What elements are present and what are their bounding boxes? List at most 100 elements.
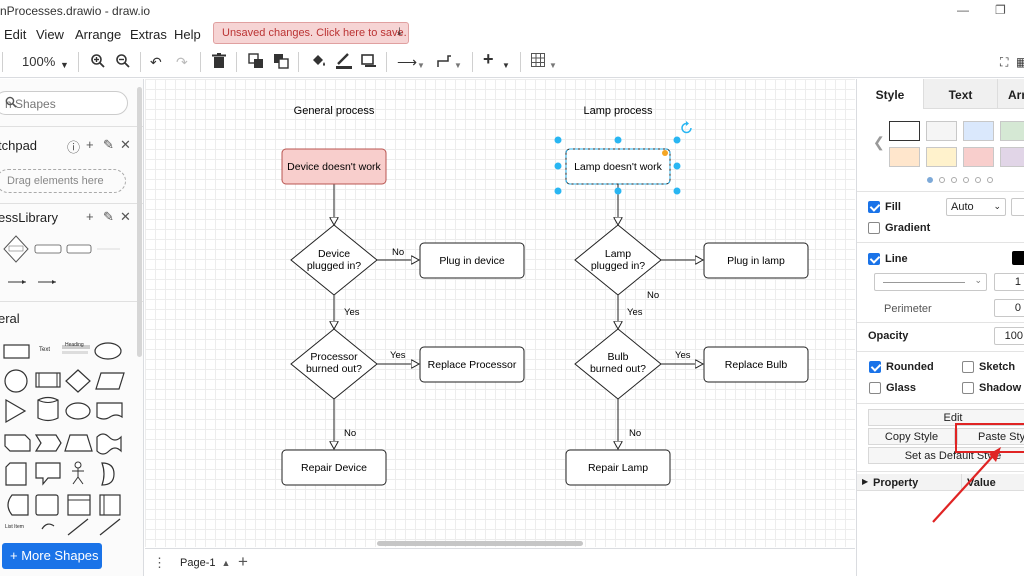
- close-icon[interactable]: ✕: [120, 137, 131, 152]
- perimeter-input[interactable]: 0: [994, 299, 1024, 317]
- general-shape-palette[interactable]: [0, 337, 135, 537]
- swatch-page-dot[interactable]: [975, 177, 981, 183]
- rounded-checkbox[interactable]: [869, 361, 881, 373]
- canvas-horizontal-scrollbar[interactable]: [377, 541, 583, 546]
- replace-bulb-shape[interactable]: [703, 346, 809, 383]
- pages-menu-icon[interactable]: ⋮: [153, 555, 166, 570]
- shadow-icon[interactable]: [361, 53, 377, 73]
- style-swatch[interactable]: [889, 121, 920, 141]
- more-shapes-button[interactable]: + More Shapes: [2, 543, 102, 569]
- style-swatch[interactable]: [1000, 147, 1024, 167]
- diagram-canvas[interactable]: General process Lamp process Device does…: [145, 79, 855, 547]
- zoom-out-icon[interactable]: [115, 53, 131, 73]
- repair-device-shape[interactable]: [281, 449, 387, 486]
- menu-help[interactable]: Help: [174, 27, 201, 42]
- paste-style-button[interactable]: Paste Style: [957, 428, 1024, 445]
- redo-icon[interactable]: ↷: [176, 54, 188, 70]
- zoom-dropdown-icon[interactable]: ▼: [60, 60, 69, 70]
- table-dropdown-icon[interactable]: ▼: [549, 61, 557, 70]
- zoom-in-icon[interactable]: [90, 53, 106, 73]
- swatch-page-dot[interactable]: [927, 177, 933, 183]
- connection-icon[interactable]: ⟶: [397, 54, 418, 70]
- add-icon[interactable]: +: [86, 209, 94, 224]
- unsaved-changes-banner[interactable]: Unsaved changes. Click here to save. ⤓: [213, 22, 409, 44]
- style-swatch[interactable]: [926, 121, 957, 141]
- tab-arrange[interactable]: Arr: [997, 79, 1024, 109]
- plug-in-device-shape[interactable]: [419, 242, 525, 279]
- library-shape-thumbnails[interactable]: [0, 234, 140, 294]
- delete-icon[interactable]: [212, 53, 226, 73]
- sketch-checkbox[interactable]: [962, 361, 974, 373]
- line-checkbox[interactable]: [868, 253, 880, 265]
- device-doesnt-work-shape[interactable]: [281, 148, 387, 185]
- swatch-page-dot[interactable]: [963, 177, 969, 183]
- edit-icon[interactable]: ✎: [103, 137, 114, 152]
- style-swatch[interactable]: [889, 147, 920, 167]
- swatch-page-dot[interactable]: [987, 177, 993, 183]
- tab-text[interactable]: Text: [923, 79, 997, 109]
- menu-view[interactable]: View: [36, 27, 64, 42]
- page-tab-caret-icon[interactable]: ▲: [221, 558, 231, 568]
- edit-style-button[interactable]: Edit: [868, 409, 1024, 426]
- style-swatch[interactable]: [963, 147, 994, 167]
- general-shapes-header[interactable]: eral: [0, 306, 143, 330]
- lamp-plugged-in-decision[interactable]: [574, 224, 662, 296]
- insert-icon[interactable]: +: [483, 49, 494, 69]
- undo-icon[interactable]: ↶: [150, 54, 162, 70]
- add-page-icon[interactable]: +: [238, 552, 248, 571]
- close-icon[interactable]: ✕: [120, 209, 131, 224]
- glass-checkbox[interactable]: [869, 382, 881, 394]
- fill-color-icon[interactable]: [310, 53, 328, 73]
- set-default-style-button[interactable]: Set as Default Style: [868, 447, 1024, 464]
- rounding-handle[interactable]: [662, 150, 668, 156]
- shadow-checkbox[interactable]: [962, 382, 974, 394]
- repair-lamp-shape[interactable]: [565, 449, 671, 486]
- sidebar-scrollbar[interactable]: [137, 87, 142, 357]
- zoom-level[interactable]: 100%: [22, 54, 56, 69]
- to-back-icon[interactable]: [273, 53, 289, 73]
- add-icon[interactable]: +: [86, 137, 94, 152]
- waypoints-dropdown-icon[interactable]: ▼: [454, 61, 462, 70]
- menu-edit[interactable]: Edit: [4, 27, 27, 42]
- swatch-page-dot[interactable]: [939, 177, 945, 183]
- fill-color-picker[interactable]: [1011, 198, 1024, 216]
- edit-icon[interactable]: ✎: [103, 209, 114, 224]
- fullscreen-icon[interactable]: ⛶: [1000, 55, 1009, 69]
- minimize-icon[interactable]: —: [957, 3, 969, 17]
- fill-select[interactable]: Auto ⌄: [946, 198, 1006, 216]
- scratchpad-drop-zone[interactable]: Drag elements here: [0, 169, 126, 193]
- scratchpad-header[interactable]: tchpad ⓘ + ✎ ✕: [0, 133, 143, 157]
- page-tab[interactable]: Page-1 ▲: [170, 549, 230, 577]
- copy-style-button[interactable]: Copy Style: [868, 428, 955, 445]
- processor-burned-out-decision[interactable]: [290, 328, 378, 400]
- bulb-burned-out-decision[interactable]: [574, 328, 662, 400]
- tab-style[interactable]: Style: [857, 79, 923, 109]
- connection-dropdown-icon[interactable]: ▼: [417, 61, 425, 70]
- fill-checkbox[interactable]: [868, 201, 880, 213]
- swatch-prev-icon[interactable]: ❮: [873, 134, 885, 150]
- waypoints-icon[interactable]: [436, 53, 452, 73]
- table-icon[interactable]: [531, 53, 545, 71]
- shape-search-input[interactable]: h Shapes: [0, 91, 128, 115]
- line-pattern-select[interactable]: ⌄: [874, 273, 987, 291]
- search-icon[interactable]: [5, 96, 121, 111]
- to-front-icon[interactable]: [248, 53, 264, 73]
- library-header[interactable]: essLibrary + ✎ ✕: [0, 205, 143, 229]
- swatch-page-dot[interactable]: [951, 177, 957, 183]
- menu-arrange[interactable]: Arrange: [75, 27, 122, 42]
- format-panel-toggle-icon[interactable]: ▦: [1016, 55, 1024, 69]
- line-color-picker[interactable]: [1012, 251, 1024, 265]
- expand-icon[interactable]: ▶: [862, 477, 869, 486]
- line-color-icon[interactable]: [335, 53, 353, 73]
- help-icon[interactable]: ⓘ: [67, 140, 81, 155]
- rotate-icon[interactable]: [681, 121, 692, 134]
- insert-dropdown-icon[interactable]: ▼: [502, 61, 510, 70]
- replace-processor-shape[interactable]: [419, 346, 525, 383]
- gradient-checkbox[interactable]: [868, 222, 880, 234]
- opacity-input[interactable]: 100: [994, 327, 1024, 345]
- device-plugged-in-decision[interactable]: [290, 224, 378, 296]
- style-swatch[interactable]: [963, 121, 994, 141]
- style-swatch[interactable]: [1000, 121, 1024, 141]
- restore-icon[interactable]: ❐: [995, 3, 1006, 17]
- menu-extras[interactable]: Extras: [130, 27, 167, 42]
